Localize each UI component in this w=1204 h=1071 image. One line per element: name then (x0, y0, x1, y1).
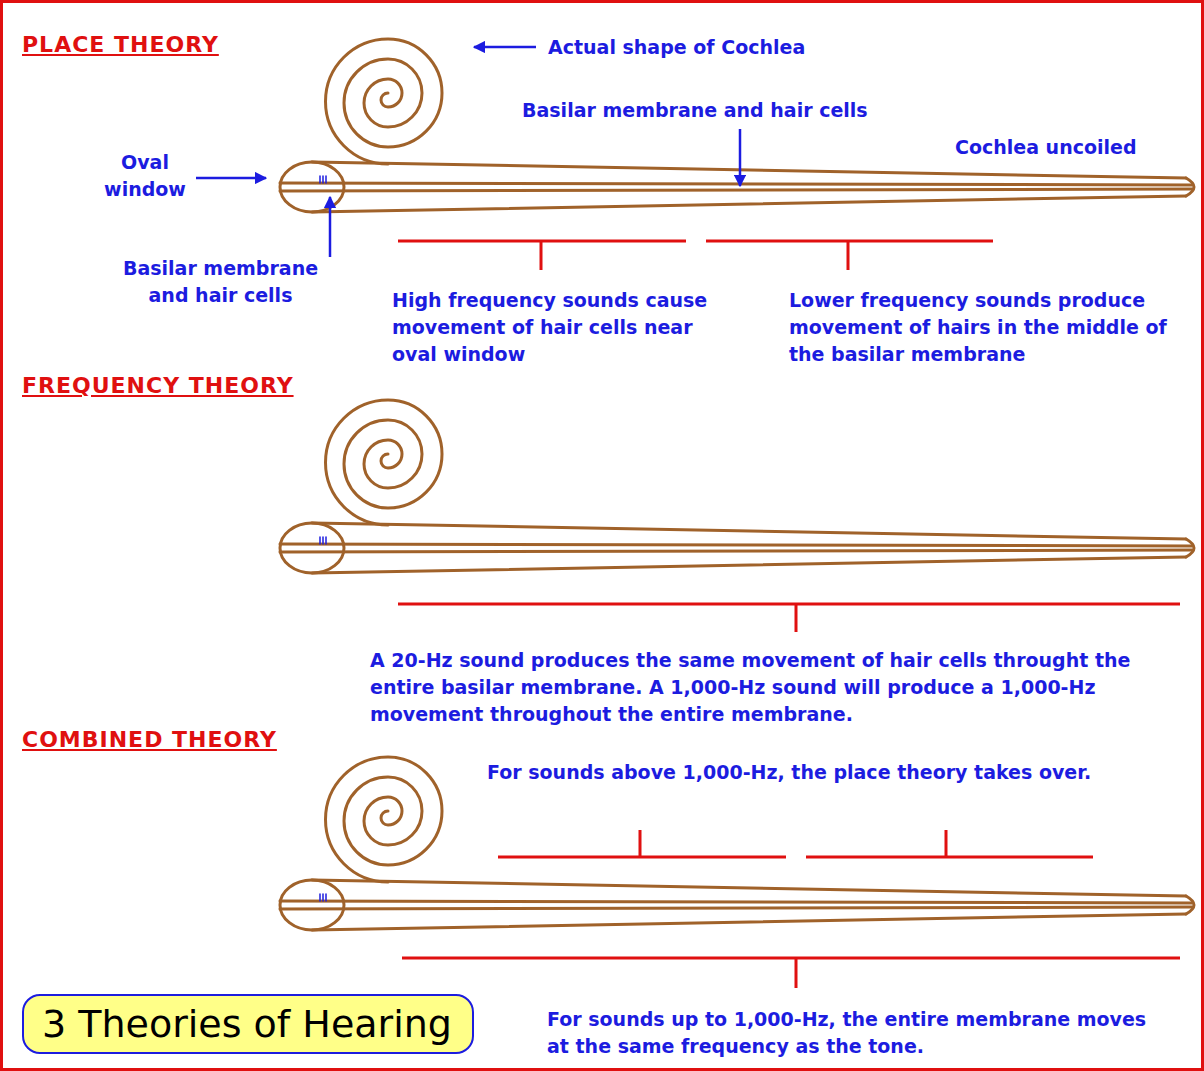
callout-label: Actual shape of Cochlea (548, 34, 805, 61)
pointer-arrow (329, 197, 332, 257)
cochlea-place (280, 39, 1194, 212)
pointer-arrow (474, 46, 536, 49)
title-box: 3 Theories of Hearing (22, 994, 474, 1054)
section-heading: PLACE THEORY (22, 31, 219, 58)
range-bracket (806, 830, 1093, 857)
cochlea-combined (280, 757, 1194, 930)
callout-label: Basilar membrane and hair cells (522, 97, 868, 124)
range-bracket (402, 958, 1180, 988)
title-text: 3 Theories of Hearing (42, 1001, 454, 1047)
cochlea-frequency (280, 400, 1194, 573)
range-bracket (398, 604, 1180, 632)
callout-label: Basilar membrane and hair cells (113, 255, 328, 309)
section-heading: COMBINED THEORY (22, 726, 277, 753)
description-text: Lower frequency sounds produce movement … (789, 287, 1194, 368)
range-bracket (498, 830, 786, 857)
callout-label: Cochlea uncoiled (955, 134, 1137, 161)
pointer-arrow (739, 129, 742, 186)
callout-label: Oval window (100, 149, 190, 203)
description-text: A 20-Hz sound produces the same movement… (370, 647, 1196, 728)
range-bracket (706, 241, 993, 270)
description-text: For sounds above 1,000-Hz, the place the… (487, 759, 1091, 786)
pointer-arrow (196, 177, 266, 180)
description-text: For sounds up to 1,000-Hz, the entire me… (547, 1006, 1162, 1060)
section-heading: FREQUENCY THEORY (22, 372, 294, 399)
description-text: High frequency sounds cause movement of … (392, 287, 722, 368)
range-bracket (398, 241, 686, 270)
pointer-arrows (196, 47, 740, 257)
